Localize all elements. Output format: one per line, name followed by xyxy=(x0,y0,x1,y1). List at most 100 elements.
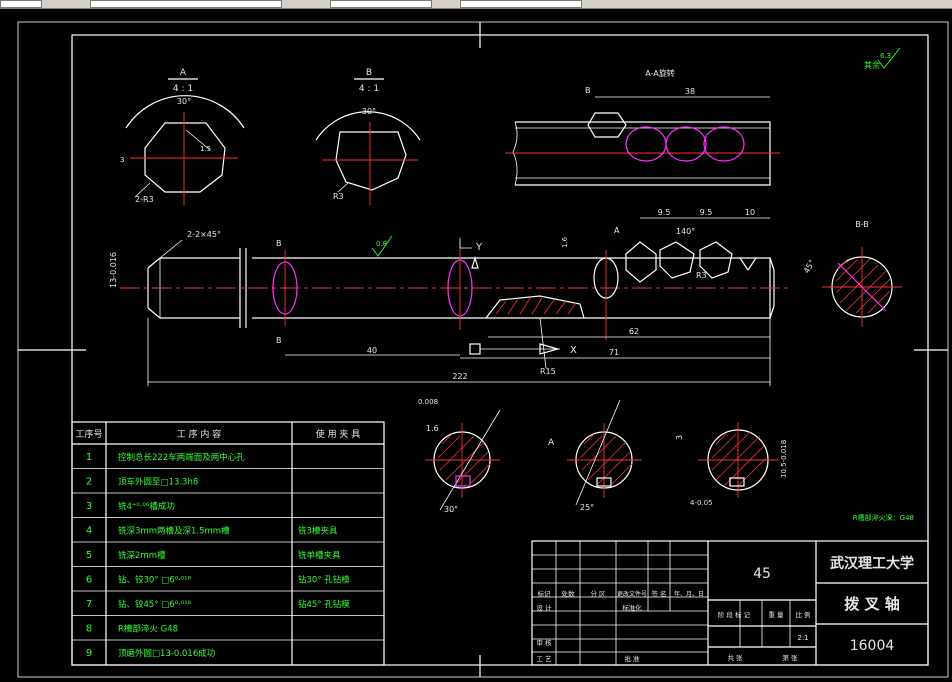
dim-71: 71 xyxy=(609,348,619,357)
tb-label-approve: 批 准 xyxy=(624,654,640,663)
radius-r15: R15 xyxy=(540,367,556,376)
tb-label-sheets-total: 共 张 xyxy=(727,653,743,662)
tb-label-scale: 比 例 xyxy=(795,610,810,619)
table-cell-no: 2 xyxy=(86,477,92,488)
dim-10: 10 xyxy=(745,208,755,217)
table-cell-no: 6 xyxy=(86,575,92,586)
roughness-other: 其余 6.3 xyxy=(864,47,901,70)
sub-section-2-marker: A xyxy=(548,438,555,448)
angle-140: 140° xyxy=(676,227,695,236)
dim-1-6: 1.6 xyxy=(561,236,569,248)
tb-label-change-doc: 更改文件号 xyxy=(617,590,647,598)
main-diameter: 13-0.016 xyxy=(109,252,118,288)
part-name: 拨 叉 轴 xyxy=(844,595,899,613)
sub-section-3-dim-10: 10.5-0.018 xyxy=(780,440,788,478)
dim-222: 222 xyxy=(452,372,467,381)
section-a-dim-side: 3 xyxy=(120,156,124,164)
table-cell-content: 铣深3mm两槽及深1.5mm槽 xyxy=(118,526,230,537)
table-header: 使 用 夹 具 xyxy=(316,428,361,440)
table-cell-no: 7 xyxy=(86,599,92,610)
toolbar-strip xyxy=(0,0,952,9)
rotated-view-marker: B xyxy=(585,86,591,95)
tb-label-count: 处数 xyxy=(562,589,576,598)
toolbar-field[interactable] xyxy=(330,0,432,8)
table-cell-content: 控制总长222车两端面及两中心孔 xyxy=(118,452,245,463)
dim-9-5-b: 9.5 xyxy=(700,208,713,217)
table-cell-fixture: 钻45° 孔钻模 xyxy=(298,599,350,610)
scale-value: 2:1 xyxy=(797,634,808,642)
tb-label-date: 年、月、日 xyxy=(674,590,704,598)
material-value: 45 xyxy=(753,566,771,582)
tb-label-stage: 阶 段 标 记 xyxy=(718,610,751,619)
tb-label-marker: 标记 xyxy=(538,589,552,598)
tb-label-sign: 签 名 xyxy=(651,589,666,598)
section-a-dim-small: 1.5 xyxy=(200,145,211,153)
table-cell-no: 9 xyxy=(86,648,92,659)
rotated-view-label: A-A旋转 xyxy=(645,68,674,78)
table-cell-fixture: 铣3槽夹具 xyxy=(298,526,338,537)
table-cell-content: 铣深2mm槽 xyxy=(118,550,166,561)
table-cell-no: 4 xyxy=(86,526,92,537)
table-cell-content: 钻、铰45° □6⁰·⁰¹⁸ xyxy=(118,599,192,610)
section-b-scale: 4 : 1 xyxy=(359,84,379,94)
dim-40: 40 xyxy=(367,346,377,355)
rotated-view-aa: A-A旋转 B 38 xyxy=(505,68,780,186)
section-a-angle: 30° xyxy=(177,97,191,106)
sub-section-1-tol: 0.008 xyxy=(418,398,438,406)
label-b-bottom: B xyxy=(276,336,282,345)
table-cell-content: 顶磨外圆□13-0.016成功 xyxy=(118,648,215,659)
rotated-view-dim-38: 38 xyxy=(685,87,695,96)
main-view: B B A X Y 2-2×45° 13-0.016 0.8 40 222 62… xyxy=(109,208,790,386)
table-cell-no: 8 xyxy=(86,624,92,635)
table-cell-content: R槽部淬火 G48 xyxy=(118,624,178,635)
section-a-title: A xyxy=(180,68,187,78)
cad-drawing-canvas[interactable]: A 4 : 1 30° 3 1.5 2-R3 B 4 : 1 30° R3 A-… xyxy=(0,9,952,682)
section-a-chamfer: 2-R3 xyxy=(135,195,154,204)
section-bb-title: B-B xyxy=(855,220,869,229)
section-bb-view: B-B 45° xyxy=(802,220,902,327)
sub-section-2-angle: 25° xyxy=(580,503,594,512)
drawing-number: 16004 xyxy=(850,638,895,654)
sub-section-3-dim-4: 4-0.05 xyxy=(690,499,713,507)
toolbar-field[interactable] xyxy=(0,0,42,8)
roughness-other-value: 6.3 xyxy=(880,52,891,60)
ucs-y-arrow xyxy=(471,255,479,269)
table-cell-no: 1 xyxy=(86,452,92,463)
section-a-view: A 4 : 1 30° 3 1.5 2-R3 xyxy=(120,68,245,205)
sub-section-1-angle: 30° xyxy=(444,505,458,514)
toolbar-field[interactable] xyxy=(460,0,582,8)
table-cell-content: 钻、铰30° □6⁰·⁰¹⁸ xyxy=(118,575,192,586)
tb-label-sheet-no: 第 张 xyxy=(782,653,798,662)
sub-section-2: A 25° xyxy=(548,399,642,512)
dim-9-5-a: 9.5 xyxy=(658,208,671,217)
dim-62: 62 xyxy=(629,327,639,336)
table-cell-no: 5 xyxy=(86,550,92,561)
table-cell-no: 3 xyxy=(86,501,92,512)
section-b-radius: R3 xyxy=(333,192,344,201)
label-a-top: A xyxy=(614,226,620,235)
university-name: 武汉理工大学 xyxy=(830,555,914,572)
main-chamfer: 2-2×45° xyxy=(187,230,221,239)
sub-section-1-dim: 1.6 xyxy=(426,424,439,433)
table-cell-content: 顶车外圆至□13.3h8 xyxy=(118,477,198,488)
tb-label-review: 审 核 xyxy=(536,638,552,647)
main-roughness: 0.8 xyxy=(376,240,387,248)
hardness-note: R槽部淬火深：G48 xyxy=(853,513,914,522)
tb-label-design: 设 计 xyxy=(536,603,552,612)
section-bb-angle: 45° xyxy=(802,258,817,275)
sub-section-1: 0.008 1.6 30° xyxy=(418,398,501,514)
tb-label-standardize: 标准化 xyxy=(622,603,642,612)
ucs-x-label: X xyxy=(570,345,577,356)
label-b-top: B xyxy=(276,239,282,248)
radius-r3: R3 xyxy=(696,271,707,280)
table-header: 工序号 xyxy=(75,428,102,440)
toolbar-field[interactable] xyxy=(90,0,282,8)
ucs-y-label: Y xyxy=(475,242,483,253)
sub-section-3-dim-3: 3 xyxy=(675,435,684,440)
sub-section-3: 3 10.5-0.018 4-0.05 xyxy=(675,422,788,507)
tb-label-weight: 重 量 xyxy=(768,611,784,619)
table-cell-fixture: 钻30° 孔钻模 xyxy=(298,575,350,586)
table-header: 工 序 内 容 xyxy=(177,428,222,440)
process-table: 工序号 工 序 内 容 使 用 夹 具 1 控制总长222车两端面及两中心孔 2 顶车外圆至… xyxy=(71,421,385,666)
roughness-other-label: 其余 xyxy=(864,60,880,70)
